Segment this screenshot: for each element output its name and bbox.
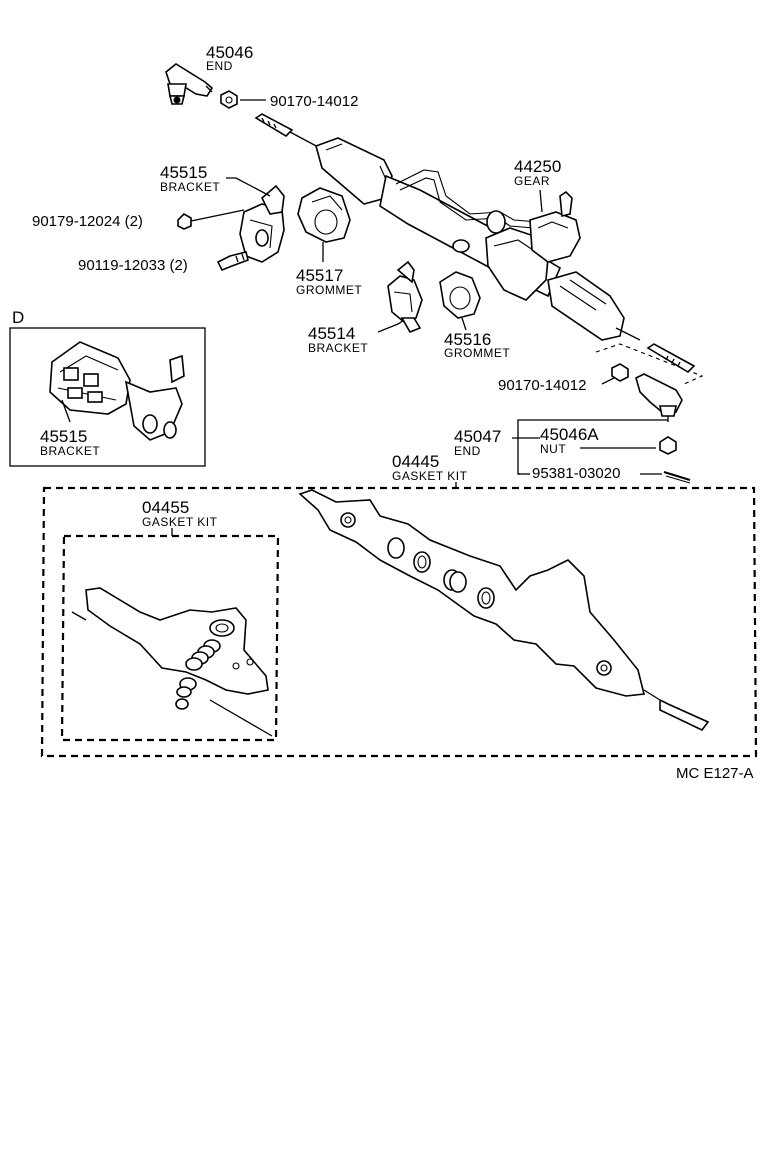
- part-number-45046A: 45046A: [540, 425, 599, 444]
- part-name-bracket-45514: BRACKET: [308, 341, 368, 355]
- part-number-45047: 45047: [454, 427, 501, 446]
- part-name-nut-45046A: NUT: [540, 442, 566, 456]
- part-number-90119: 90119-12033 (2): [78, 257, 188, 274]
- part-number-45515: 45515: [160, 163, 207, 182]
- detail-bracket-drawing: [49, 341, 185, 441]
- bracket-45514-drawing: [387, 260, 423, 334]
- part-number-45046: 45046: [206, 43, 253, 62]
- part-number-04445: 04445: [392, 452, 439, 471]
- part-number-95381: 95381-03020: [532, 465, 620, 482]
- part-name-grommet-45516: GROMMET: [444, 346, 510, 360]
- bolt-90119-drawing: [216, 251, 249, 272]
- nut-left-drawing: [220, 90, 238, 109]
- diagram-code: MC E127-A: [676, 765, 754, 782]
- part-number-90179: 90179-12024 (2): [32, 213, 143, 230]
- leader-bracket-45514: [377, 319, 405, 333]
- steering-gear-housing-drawing: [315, 137, 641, 341]
- cotter-pin-drawing: [663, 471, 691, 484]
- leader-detail-bracket: [61, 399, 71, 423]
- detail-part-number: 45515: [40, 427, 87, 446]
- nut-45046A-drawing: [659, 436, 677, 455]
- part-number-90170-right: 90170-14012: [498, 377, 586, 394]
- tie-rod-end-left-drawing: [165, 63, 214, 105]
- gasket-kit-04455-frame: [60, 534, 280, 742]
- leader-gear: [539, 189, 543, 213]
- part-name-bracket-45515: BRACKET: [160, 180, 220, 194]
- leader-nut-right: [601, 377, 615, 385]
- part-name-end-left: END: [206, 59, 233, 73]
- nut-90179-drawing: [177, 213, 192, 230]
- right-end-guide: [595, 343, 704, 385]
- tie-rod-end-right-drawing: [635, 373, 683, 422]
- gasket-kit-04445-housing-drawing: [298, 489, 710, 732]
- part-number-04455: 04455: [142, 498, 189, 517]
- part-name-gasket-kit-04445: GASKET KIT: [392, 469, 468, 483]
- part-number-45514: 45514: [308, 324, 355, 343]
- inner-tie-rod-right-drawing: [646, 343, 696, 374]
- part-name-gear: GEAR: [514, 174, 550, 188]
- part-name-end-right: END: [454, 444, 481, 458]
- detail-part-name: BRACKET: [40, 444, 100, 458]
- grommet-45517-drawing: [297, 187, 351, 243]
- part-number-44250: 44250: [514, 157, 561, 176]
- inner-tie-rod-left-drawing: [254, 113, 321, 149]
- part-name-grommet-45517: GROMMET: [296, 283, 362, 297]
- detail-view-frame: [9, 327, 206, 467]
- gasket-kit-04445-frame: [40, 486, 758, 758]
- part-number-45517: 45517: [296, 266, 343, 285]
- nut-right-drawing: [611, 363, 629, 382]
- part-number-90170-left: 90170-14012: [270, 93, 358, 110]
- part-name-gasket-kit-04455: GASKET KIT: [142, 515, 218, 529]
- grommet-45516-drawing: [439, 271, 481, 319]
- gasket-kit-04455-valve-drawing: [71, 587, 273, 737]
- part-number-45516: 45516: [444, 330, 491, 349]
- leader-grommet-45516: [461, 317, 467, 331]
- leader-nut-90179: [190, 209, 245, 222]
- bracket-45515-drawing: [239, 184, 285, 263]
- detail-view-label: D: [12, 308, 24, 327]
- leader-bracket-45515: [226, 177, 271, 197]
